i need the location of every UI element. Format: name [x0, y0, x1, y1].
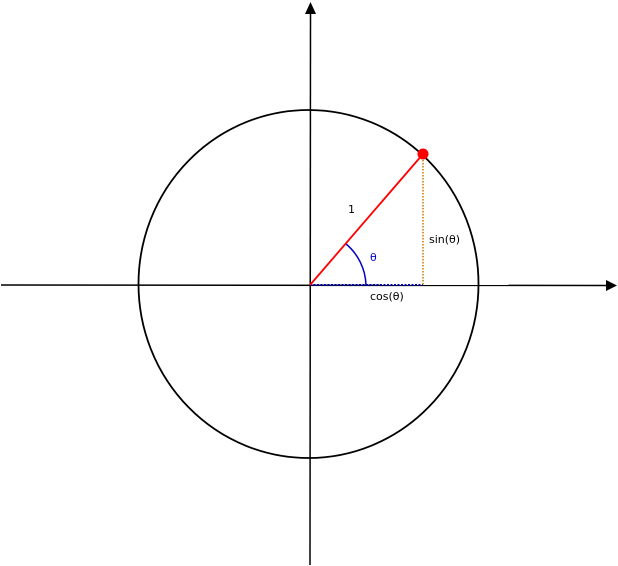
- angle-arc: [345, 242, 367, 286]
- point-on-circle: [417, 148, 429, 160]
- radius-segment: [309, 153, 424, 286]
- x-axis: [0, 284, 607, 287]
- radius-label: 1: [348, 203, 355, 216]
- y-axis-arrowhead: [305, 2, 316, 14]
- angle-label: θ: [370, 251, 377, 264]
- unit-circle: [137, 109, 480, 459]
- x-axis-arrowhead: [606, 280, 617, 291]
- y-axis: [309, 12, 312, 566]
- cos-label: cos(θ): [370, 290, 404, 303]
- sin-label: sin(θ): [429, 233, 460, 246]
